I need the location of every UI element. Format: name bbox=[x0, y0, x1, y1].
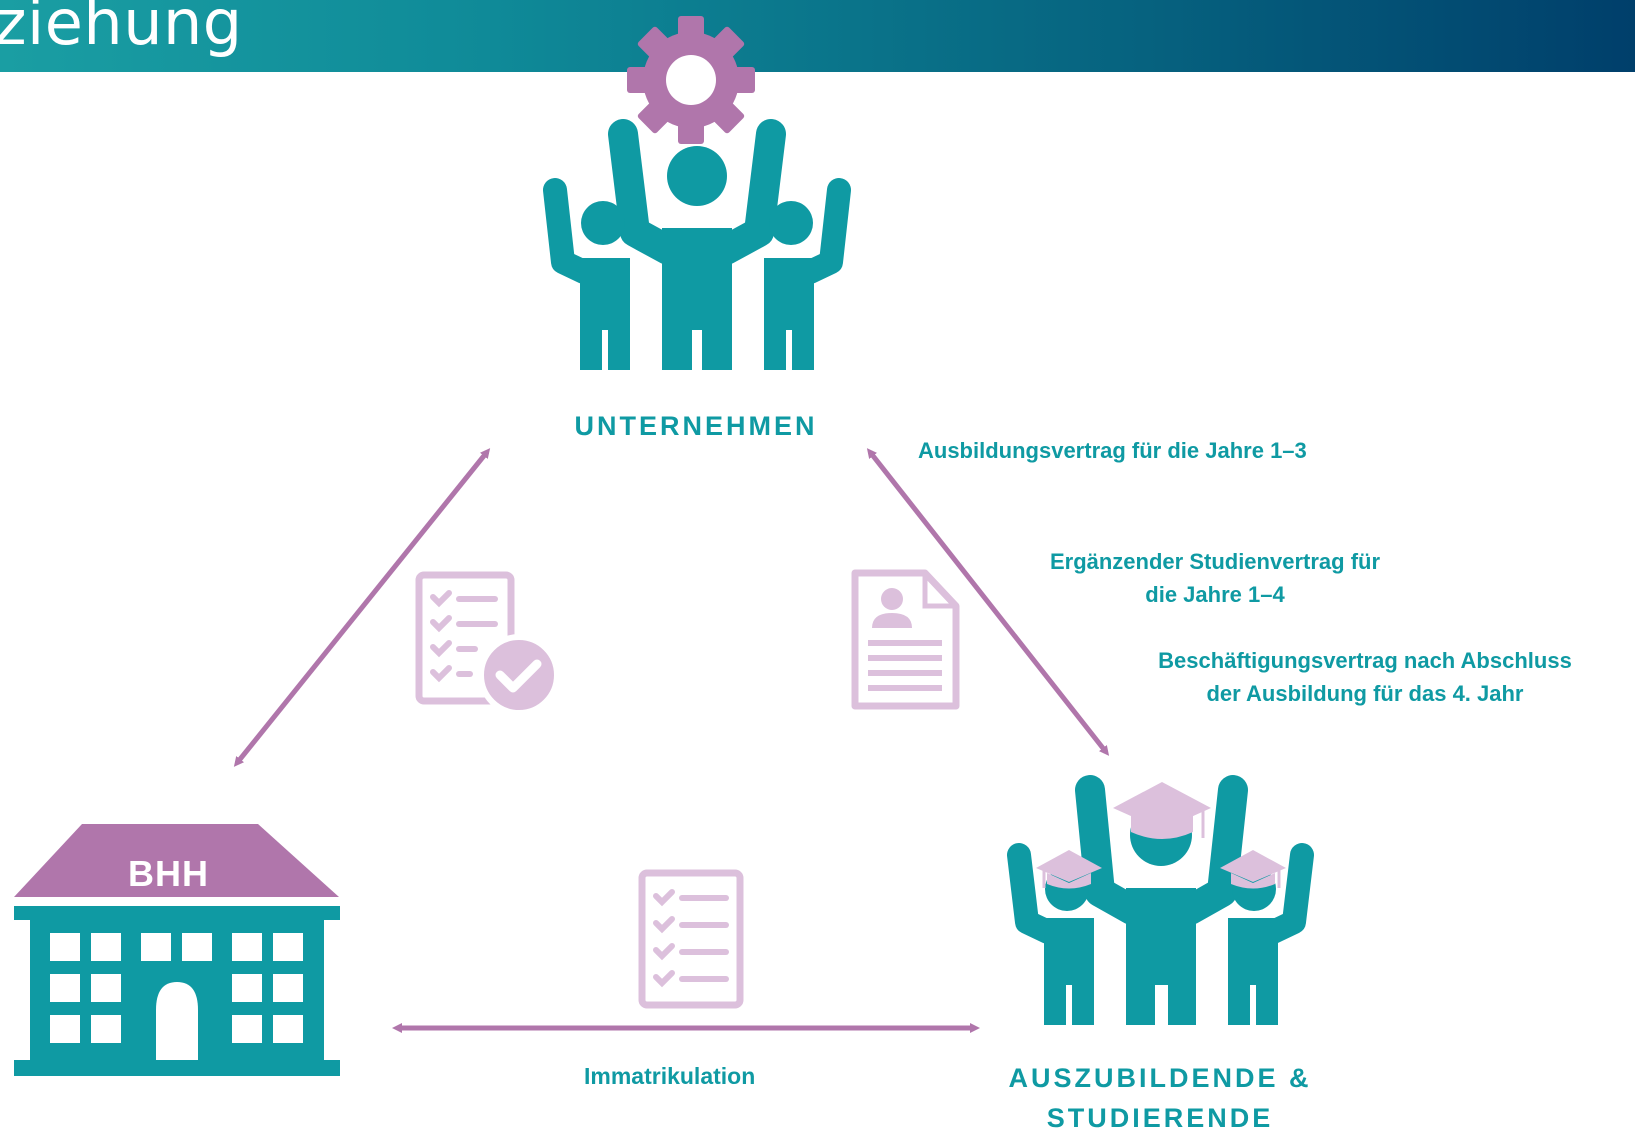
contract-beschaeftigung: Beschäftigungsvertrag nach Abschluss der… bbox=[1100, 644, 1630, 710]
contract-ausbildung: Ausbildungsvertrag für die Jahre 1–3 bbox=[918, 438, 1307, 463]
checklist-approved-icon bbox=[415, 571, 560, 716]
checklist-icon bbox=[638, 869, 744, 1009]
contract-studien-line1: Ergänzender Studienvertrag für bbox=[1049, 549, 1381, 574]
auszubildende-label: AUSZUBILDENDE & STUDIERENDE bbox=[975, 1058, 1345, 1138]
arrow-unternehmen-auszubildende bbox=[866, 448, 1110, 756]
header-bar: ziehung bbox=[0, 0, 1635, 72]
bhh-label: BHH bbox=[128, 853, 209, 894]
gear-icon bbox=[627, 16, 755, 144]
graduates-icon bbox=[1007, 775, 1314, 1025]
immatrikulation-label: Immatrikulation bbox=[584, 1063, 756, 1089]
auszubildende-label-line2: STUDIERENDE bbox=[1046, 1103, 1274, 1133]
profile-document-icon bbox=[851, 569, 960, 710]
arrow-unternehmen-bhh bbox=[233, 448, 491, 767]
contract-studien: Ergänzender Studienvertrag für die Jahre… bbox=[1000, 545, 1430, 611]
building-icon bbox=[14, 824, 340, 1076]
contract-studien-line2: die Jahre 1–4 bbox=[1145, 582, 1285, 607]
contract-beschaeftigung-line2: der Ausbildung für das 4. Jahr bbox=[1206, 681, 1524, 706]
unternehmen-label: UNTERNEHMEN bbox=[574, 411, 818, 441]
contract-beschaeftigung-line1: Beschäftigungsvertrag nach Abschluss bbox=[1158, 648, 1572, 673]
auszubildende-label-line1: AUSZUBILDENDE & bbox=[1008, 1063, 1312, 1093]
people-team-icon bbox=[543, 119, 851, 370]
page-title: ziehung bbox=[0, 0, 243, 59]
